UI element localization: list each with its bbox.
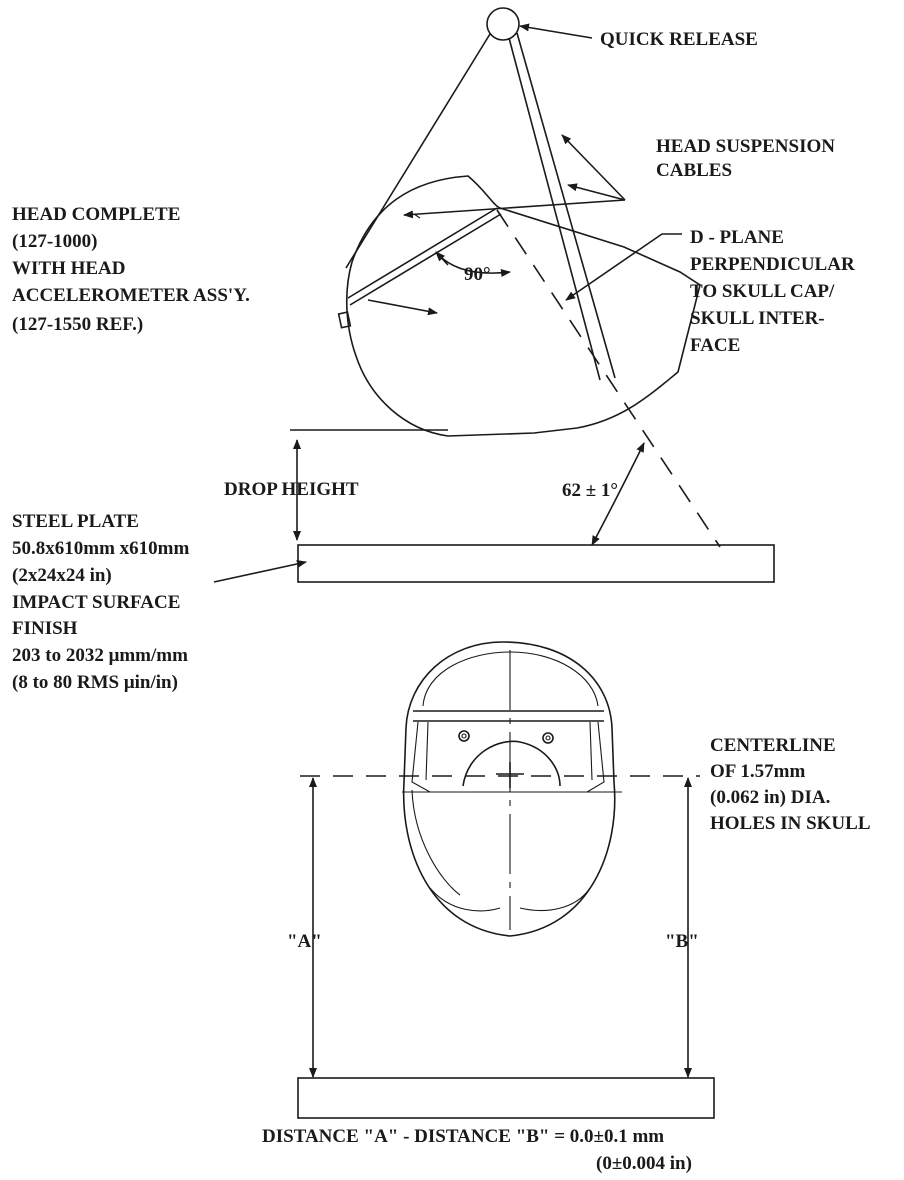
d-plane-leader — [565, 233, 682, 301]
centerline-label: CENTERLINE — [710, 735, 836, 756]
side-view — [213, 7, 775, 583]
head-complete-label: HEAD COMPLETE — [12, 204, 180, 225]
angle-90-label: 90° — [464, 264, 491, 285]
head-front-outline — [402, 641, 616, 937]
accelerometer-mount — [337, 311, 352, 329]
distance-formula: DISTANCE "A" - DISTANCE "B" = 0.0±0.1 mm — [262, 1126, 664, 1147]
cable-leader-3 — [567, 183, 626, 201]
head-complete-label-2: (127-1000) — [12, 231, 97, 252]
dimension-b-label: "B" — [665, 931, 699, 952]
labels: QUICK RELEASE HEAD SUSPENSION CABLES HEA… — [12, 29, 871, 1174]
d-plane-line — [496, 209, 721, 548]
angle-62-label: 62 ± 1° — [562, 480, 618, 501]
d-plane-label: D - PLANE — [690, 227, 784, 248]
quick-release-label: QUICK RELEASE — [600, 29, 758, 50]
steel-plate-label-6: 203 to 2032 μmm/mm — [12, 645, 188, 666]
steel-plate-leader — [213, 560, 307, 583]
steel-plate-bottom — [297, 1077, 715, 1119]
steel-plate-label: STEEL PLATE — [12, 511, 139, 532]
d-plane-label-5: FACE — [690, 335, 740, 356]
head-complete-label-5: (127-1550 REF.) — [12, 314, 143, 335]
steel-plate-label-3: (2x24x24 in) — [12, 565, 112, 586]
distance-formula-2: (0±0.004 in) — [596, 1153, 692, 1174]
dimension-a-label: "A" — [287, 931, 322, 952]
steel-plate-label-4: IMPACT SURFACE — [12, 592, 180, 613]
quick-release-ring — [486, 7, 520, 41]
steel-plate-label-5: FINISH — [12, 618, 78, 639]
steel-plate-label-7: (8 to 80 RMS μin/in) — [12, 672, 178, 693]
centerline-label-3: (0.062 in) DIA. — [710, 787, 830, 808]
cable-leader-2 — [561, 134, 626, 201]
d-plane-label-3: TO SKULL CAP/ — [690, 281, 835, 302]
head-suspension-label: HEAD SUSPENSION — [656, 136, 835, 157]
head-complete-label-4: ACCELEROMETER ASS'Y. — [12, 285, 250, 306]
head-complete-label-3: WITH HEAD — [12, 258, 126, 279]
skull-hole-left — [458, 730, 470, 742]
skull-cap-plate — [347, 207, 502, 306]
steel-plate-label-2: 50.8x610mm x610mm — [12, 538, 189, 559]
centerline-label-2: OF 1.57mm — [710, 761, 806, 782]
steel-plate-top — [297, 544, 775, 583]
head-complete-leader — [367, 299, 438, 316]
quick-release-leader — [519, 23, 593, 39]
cable-leader-1 — [403, 199, 626, 219]
drop-height-label: DROP HEIGHT — [224, 479, 359, 500]
suspension-cables — [345, 32, 616, 381]
head-outline — [345, 175, 701, 437]
head-suspension-label-2: CABLES — [656, 160, 732, 181]
center-boss — [462, 740, 561, 787]
angle-62-arc — [591, 442, 645, 546]
front-view — [297, 641, 715, 1119]
centerline-label-4: HOLES IN SKULL — [710, 813, 871, 834]
skull-hole-right — [542, 732, 554, 744]
d-plane-label-2: PERPENDICULAR — [690, 254, 855, 275]
d-plane-label-4: SKULL INTER- — [690, 308, 825, 329]
